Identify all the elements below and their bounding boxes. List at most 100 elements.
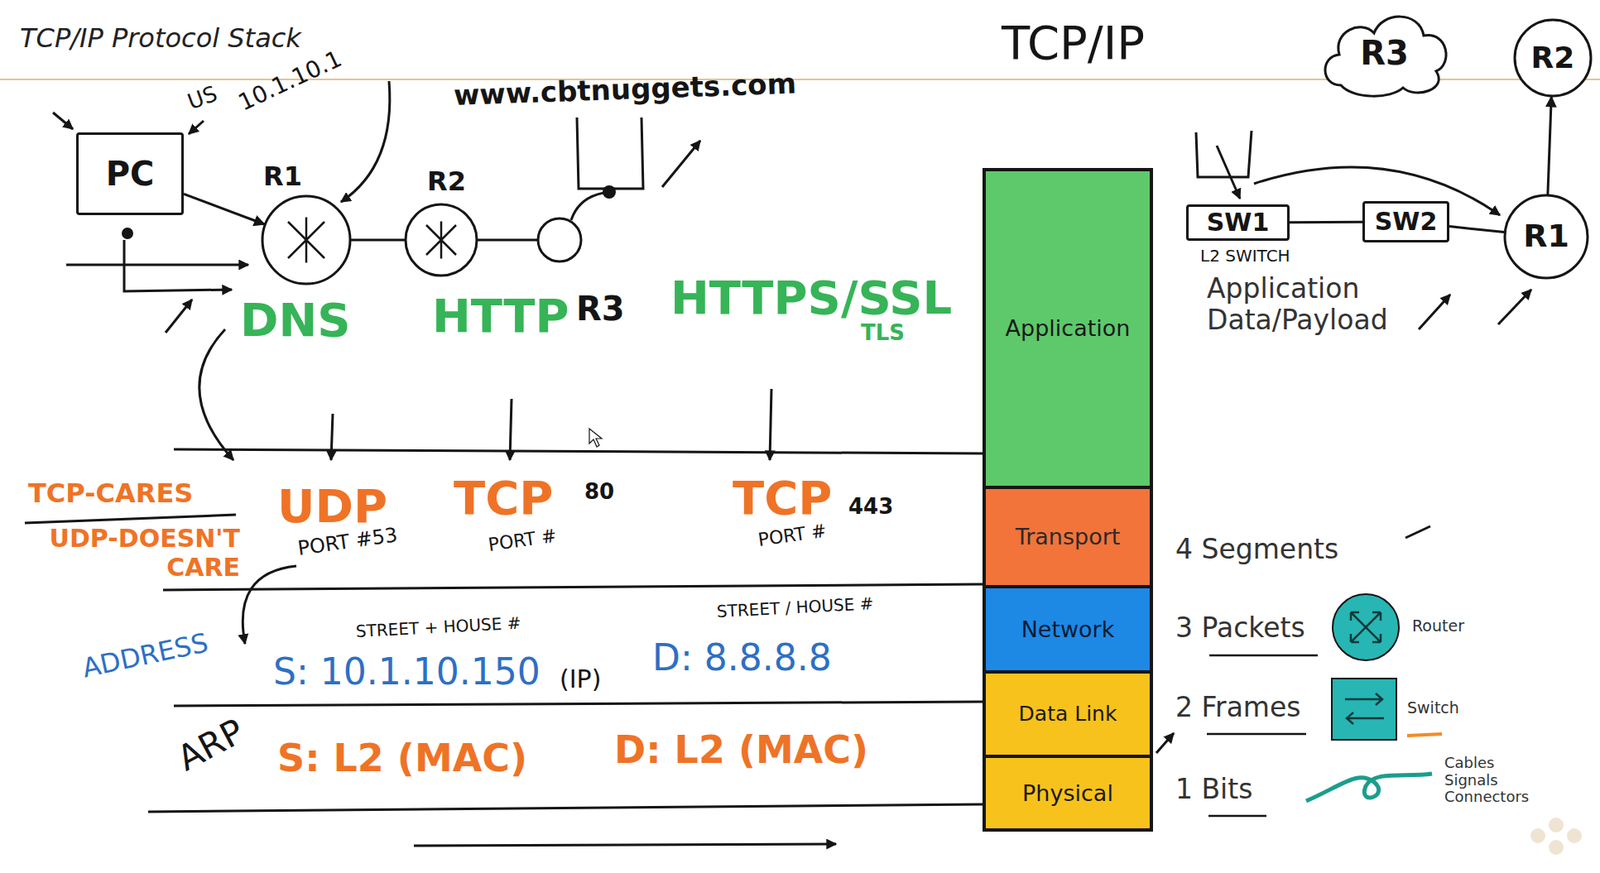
connector <box>477 239 538 242</box>
port-text-box: PORT # <box>756 520 828 552</box>
interface-dot <box>602 185 616 199</box>
address-text-box: S: 10.1.10.150 <box>273 651 541 694</box>
router-circle: R2 <box>403 202 479 278</box>
node-heading: R3 <box>576 289 625 328</box>
underline <box>1208 815 1267 818</box>
router-circle: R3 <box>536 216 583 264</box>
protocol-name-box: TLS <box>860 321 905 346</box>
node-text: Data Link <box>1018 702 1118 727</box>
flow-arrow <box>165 299 193 333</box>
circle-outline <box>403 202 479 278</box>
port-number-box: 80 <box>584 480 615 505</box>
protocol-name: ARP <box>171 711 251 780</box>
watermark <box>1548 817 1564 833</box>
layer-rule <box>163 584 983 591</box>
node-heading: R1 <box>263 161 303 193</box>
icon-caption: Switch <box>1407 699 1460 718</box>
heading-text-box: TCP/IP <box>1001 16 1145 70</box>
node-text: Physical <box>1022 780 1114 807</box>
down-arrow <box>331 413 333 461</box>
flow-arrow <box>66 264 249 267</box>
pdu-name-box: 1 Bits <box>1175 773 1253 806</box>
layer-band: Data Link <box>982 670 1154 755</box>
port-text: PORT # <box>756 520 828 552</box>
protocol-name: TLS <box>860 321 905 346</box>
port-number-box: 443 <box>848 494 894 520</box>
note-text-box: STREET / HOUSE # <box>715 594 875 622</box>
router-circle: R1 <box>1503 193 1590 280</box>
router-symbol <box>426 221 457 260</box>
address-text: 10.1.10.1 <box>234 45 346 117</box>
down-arrow <box>769 389 772 461</box>
leader-arrow <box>242 566 297 644</box>
node-text: Transport <box>1015 523 1121 550</box>
node-text: R1 <box>263 160 303 193</box>
router-icon-arrows <box>1350 612 1381 643</box>
cloud-outline <box>1325 16 1447 97</box>
pdu-name-box: 2 Frames <box>1175 691 1302 724</box>
address-text: S: 10.1.10.150 <box>273 651 541 694</box>
heading-text: TCP/IP <box>1001 16 1145 70</box>
pdu-name-box: Application Data/Payload <box>1206 273 1439 337</box>
protocol-name-box: TCP <box>453 471 553 525</box>
port-text-box: PORT # <box>486 525 558 557</box>
protocol-name-box: (IP) <box>559 665 601 695</box>
url-text-box: www.cbtnuggets.com <box>452 67 797 113</box>
protocol-name: TCP <box>453 471 553 525</box>
pdu-name-box: 4 Segments <box>1175 533 1339 566</box>
switch-box: SW2 <box>1362 201 1450 243</box>
node-text: R1 <box>1523 218 1570 255</box>
underline <box>1206 733 1307 736</box>
router-symbol <box>288 217 325 264</box>
port-text: PORT # <box>486 525 558 557</box>
connector <box>183 193 265 225</box>
node-text: Application <box>1005 315 1131 342</box>
flow-arrow <box>1498 289 1532 325</box>
connector <box>1547 96 1552 195</box>
connector <box>1449 226 1504 233</box>
server-box <box>576 117 644 189</box>
node-text: SW1 <box>1206 208 1270 238</box>
layer-band: Transport <box>982 485 1154 586</box>
watermark <box>1530 828 1546 844</box>
protocol-name: UDP <box>277 480 388 534</box>
note-text-box: UDP-DOESN'T CARE <box>33 524 241 582</box>
pdu-name: Application Data/Payload <box>1206 273 1439 337</box>
device-note: L2 SWITCH <box>1200 246 1291 266</box>
pointer-arrow <box>188 120 204 135</box>
pdu-name-box: 3 Packets <box>1175 612 1306 644</box>
note-text: US <box>184 81 222 116</box>
circle-outline <box>538 218 582 262</box>
flow-arrow <box>662 140 701 188</box>
circle-outline <box>260 194 352 286</box>
router-circle: R2 <box>1513 18 1593 98</box>
switch-box: SW1 <box>1186 204 1290 241</box>
watermark <box>1548 840 1564 856</box>
flow-arrow <box>124 240 232 292</box>
pdu-name: 2 Frames <box>1175 691 1302 724</box>
flow-arrow <box>1156 733 1174 754</box>
router-circle: R1 <box>260 194 352 286</box>
note-text: ADDRESS <box>79 627 212 684</box>
pdu-name: 4 Segments <box>1175 533 1339 566</box>
note-text: STREET / HOUSE # <box>715 594 875 622</box>
circle-outline <box>405 204 477 276</box>
icon-caption-box: Router <box>1412 617 1465 636</box>
protocol-name: TCP <box>732 471 832 525</box>
note-text-box: ADDRESS <box>79 627 212 684</box>
address-text-box: D: 8.8.8.8 <box>652 637 832 680</box>
device-note-box: L2 SWITCH <box>1200 246 1291 266</box>
node-text: Network <box>1021 616 1115 643</box>
layer-rule <box>173 449 983 454</box>
node-text: PC <box>105 154 155 193</box>
down-arrow <box>199 329 234 461</box>
title-box: TCP/IP Protocol Stack <box>19 23 302 54</box>
node-text: R2 <box>1531 40 1576 75</box>
pdu-name: 1 Bits <box>1175 773 1253 806</box>
connector <box>1289 221 1363 224</box>
connector <box>350 239 405 242</box>
address-text-box: S: L2 (MAC) <box>277 736 528 781</box>
pdu-name: 3 Packets <box>1175 612 1306 644</box>
